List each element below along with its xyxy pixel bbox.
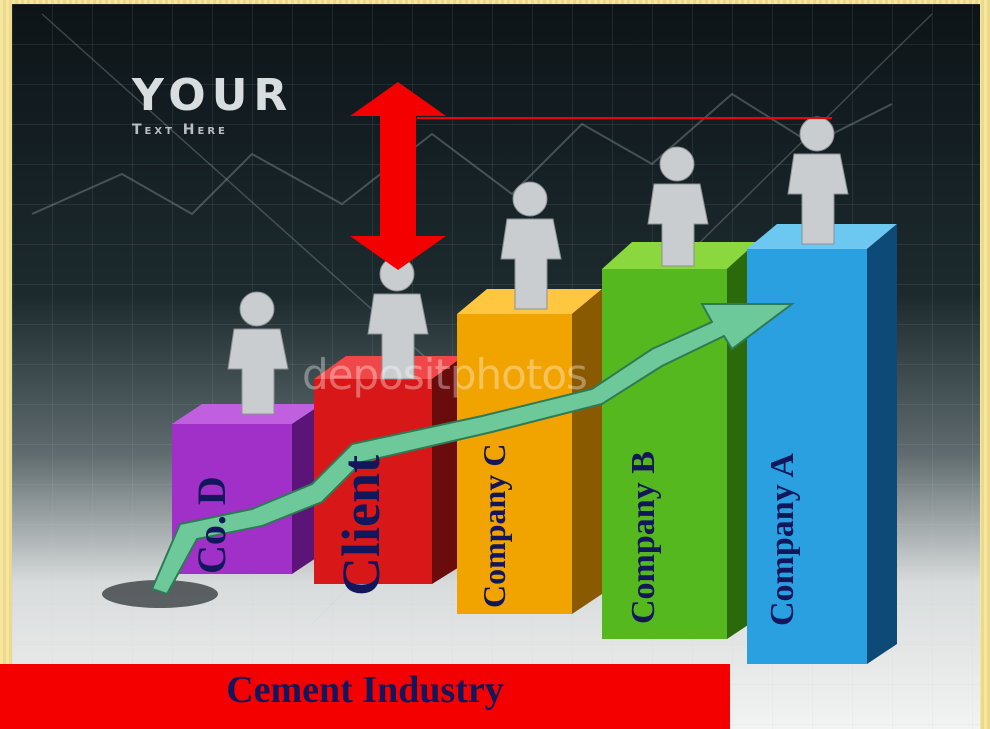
person-figures bbox=[227, 116, 849, 415]
bar-label-company-b: Company B bbox=[625, 451, 662, 624]
chart-illustration bbox=[31, 13, 933, 664]
gap-double-arrow bbox=[350, 82, 446, 270]
logo-subtitle: Text Here bbox=[132, 122, 228, 138]
bar-label-company-a: Company A bbox=[764, 453, 801, 626]
watermark-text: depositphotos bbox=[302, 350, 588, 399]
banner-title: Cement Industry bbox=[226, 669, 504, 711]
bar-company-c bbox=[457, 289, 602, 614]
growth-arrow bbox=[150, 303, 795, 596]
person-figure bbox=[500, 181, 562, 310]
title-banner: Cement Industry bbox=[0, 664, 730, 729]
person-figure bbox=[647, 146, 709, 267]
person-figure bbox=[227, 291, 289, 415]
background-line-chart bbox=[31, 92, 893, 216]
logo-title: YOUR bbox=[132, 70, 294, 121]
slide-image: YOUR Text Here bbox=[12, 4, 980, 729]
ground-hole bbox=[102, 580, 218, 608]
person-figure bbox=[367, 256, 429, 380]
bar-label-client: Client bbox=[331, 455, 391, 596]
bar-label-company-c: Company C bbox=[476, 443, 512, 608]
bar-label-co-d: Co. D bbox=[189, 476, 234, 574]
person-figure bbox=[787, 116, 849, 245]
